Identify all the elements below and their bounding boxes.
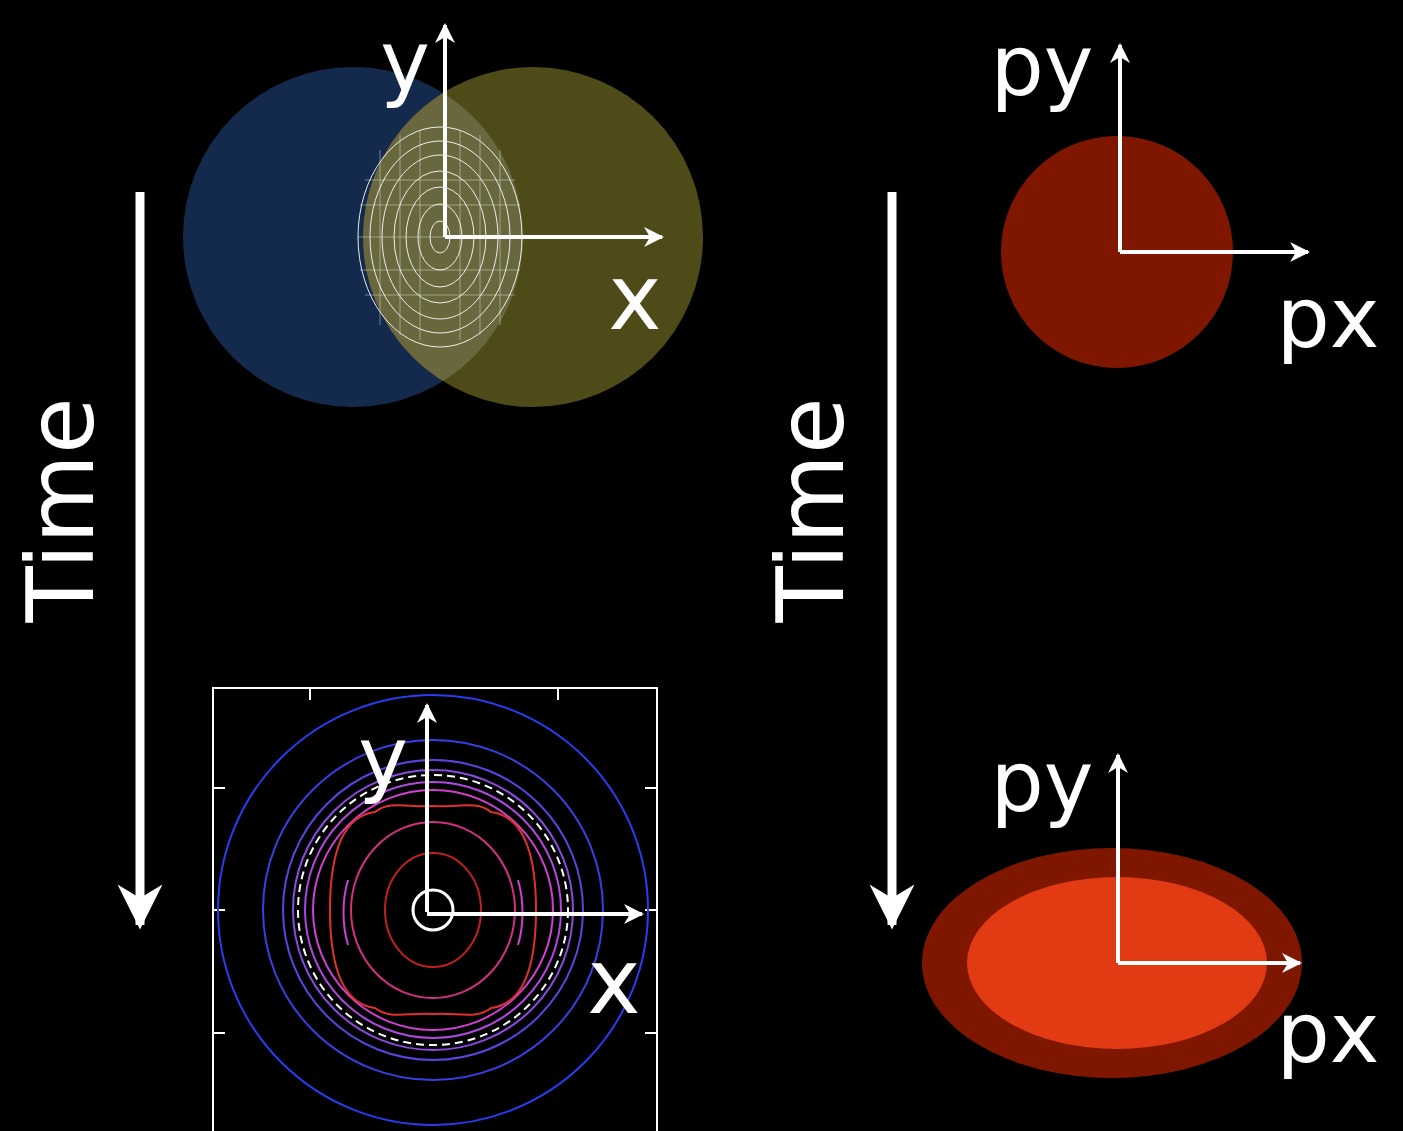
- py-axis: [1118, 45, 1122, 252]
- contour-plot: [213, 688, 657, 1131]
- x-axis: [445, 235, 662, 239]
- px-axis: [1118, 961, 1300, 965]
- time-label: Time: [16, 397, 108, 622]
- axis-label: x: [587, 937, 640, 1027]
- time-arrow: [888, 192, 897, 925]
- px-axis: [1120, 250, 1308, 254]
- axis-label: py: [990, 740, 1093, 824]
- momentum-ellipse-outer: [922, 848, 1302, 1078]
- y-axis: [425, 705, 429, 912]
- axis-label: y: [358, 716, 408, 800]
- axis-label: y: [380, 20, 430, 104]
- axis-label: x: [608, 253, 661, 343]
- axis-label: py: [990, 24, 1093, 108]
- time-arrow: [136, 192, 145, 925]
- py-axis: [1116, 755, 1120, 963]
- axis-label: px: [1276, 991, 1379, 1075]
- y-axis: [443, 25, 447, 237]
- time-label: Time: [766, 397, 858, 622]
- axis-label: px: [1276, 276, 1379, 360]
- x-axis: [427, 912, 642, 916]
